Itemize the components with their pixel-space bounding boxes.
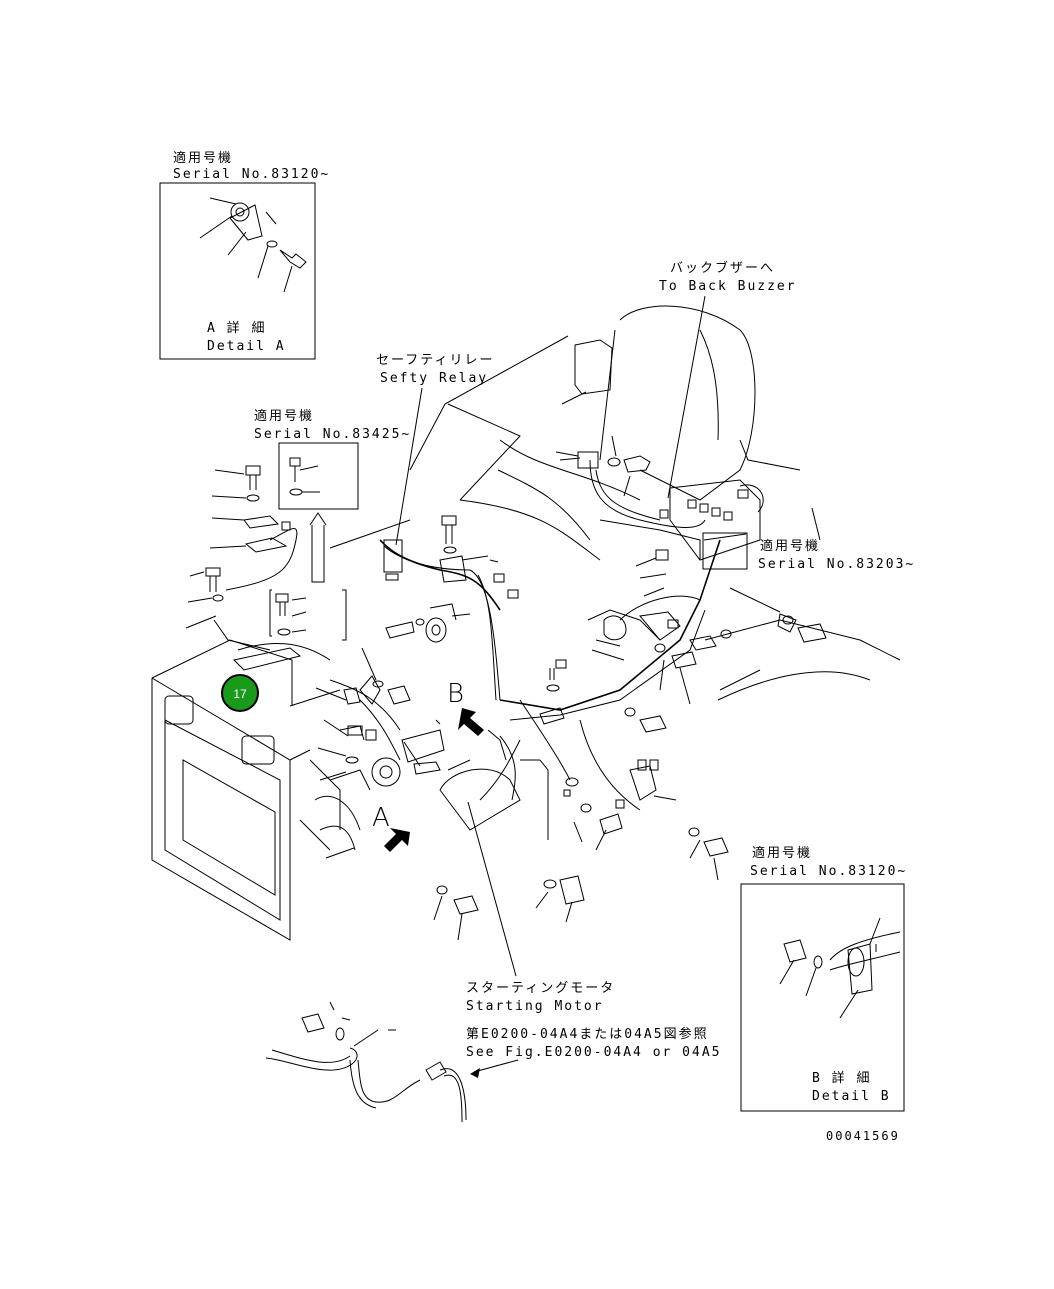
bracket-group [232,589,347,671]
main-harness [329,459,721,811]
cab-outline [329,305,901,701]
detail-b-box [740,883,905,1112]
up-arrow [309,512,327,583]
callout-label: 17 [233,687,247,701]
section-arrow-b [458,708,484,736]
bottom-wire [265,1001,519,1123]
serial-mid-jp: 適用号機 [254,408,314,424]
left-bolt-stack [185,465,298,651]
serial-a-jp: 適用号機 [173,150,233,166]
detail-b: Detail B [812,1089,891,1104]
front-guard [151,639,341,941]
serial-mid: Serial No.83425~ [254,427,411,442]
leader-lines [315,391,719,941]
fan [314,769,371,851]
detail-a: Detail A [207,339,286,354]
see-fig: See Fig.E0200-04A4 or 04A5 [466,1045,722,1060]
starter-region [339,659,567,831]
relay-assembly [383,515,519,599]
section-arrow-a [384,828,410,852]
starting-motor: Starting Motor [466,999,604,1014]
safety-relay-jp: セーフティリレー [376,353,494,368]
detail-b-jp: B 詳 細 [812,1070,871,1086]
right-cluster [603,587,827,733]
detail-a-jp: A 詳 細 [207,320,266,336]
starting-motor-jp: スターティングモータ [466,981,615,996]
seat-parts [559,451,764,570]
lower-right-bolts [436,759,729,915]
callout-17[interactable]: 17 [221,674,259,712]
back-buzzer: To Back Buzzer [659,279,797,294]
serial-right: Serial No.83203~ [758,557,915,572]
back-buzzer-jp: バックブザーへ [670,260,775,276]
safety-relay: Sefty Relay [380,371,488,386]
callout-ring [221,674,259,712]
serial-a: Serial No.83120~ [173,167,330,182]
serial-b-jp: 適用号機 [752,845,812,861]
see-fig-jp: 第E0200-04A4または04A5図参照 [466,1026,709,1042]
section-letter-b: B [447,679,464,709]
section-letter-a: A [372,803,390,833]
detail-a-box [159,182,316,360]
serial-mid-box [278,442,359,510]
horn [385,603,471,643]
serial-b: Serial No.83120~ [750,864,907,879]
serial-right-jp: 適用号機 [760,538,820,554]
drawing-number: 00041569 [826,1129,900,1143]
